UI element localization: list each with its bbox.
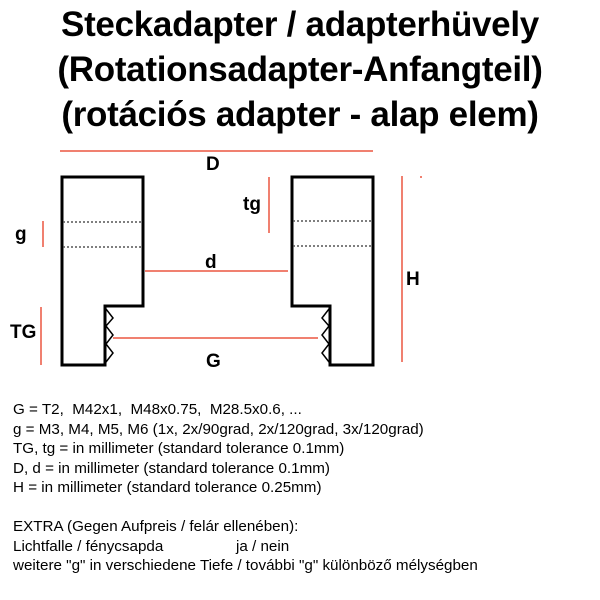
spec-TG-tg: TG, tg = in millimeter (standard toleran… — [13, 440, 345, 457]
title-line-1: Steckadapter / adapterhüvely — [61, 5, 539, 44]
spec-D-d: D, d = in millimeter (standard tolerance… — [13, 459, 330, 477]
spec-G: G = T2, M42x1, M48x0.75, M28.5x0.6, ... — [13, 401, 302, 418]
label-D: D — [206, 154, 220, 175]
extra-heading: EXTRA (Gegen Aufpreis / felár ellenében)… — [13, 518, 299, 535]
title-line-2: (Rotationsadapter-Anfangteil) — [57, 50, 543, 89]
thread-right — [321, 308, 330, 363]
title-line-3: (rotációs adapter - alap elem) — [61, 95, 539, 134]
extra-light-trap-options: ja / nein — [236, 537, 290, 555]
label-G: G — [206, 351, 221, 372]
label-g: g — [15, 224, 27, 245]
thread-left — [105, 308, 114, 363]
extra-light-trap: Lichtfalle / fénycsapda — [13, 537, 164, 555]
label-d: d — [205, 252, 217, 273]
label-tg: tg — [243, 194, 261, 215]
adapter-right-section — [290, 175, 375, 367]
label-TG: TG — [10, 322, 36, 343]
extra-more-g: weitere "g" in verschiedene Tiefe / tová… — [13, 557, 478, 574]
adapter-left-section — [60, 175, 145, 367]
spec-H: H = in millimeter (standard tolerance 0.… — [13, 479, 322, 496]
spec-g: g = M3, M4, M5, M6 (1x, 2x/90grad, 2x/12… — [13, 420, 424, 438]
label-H: H — [406, 269, 420, 290]
